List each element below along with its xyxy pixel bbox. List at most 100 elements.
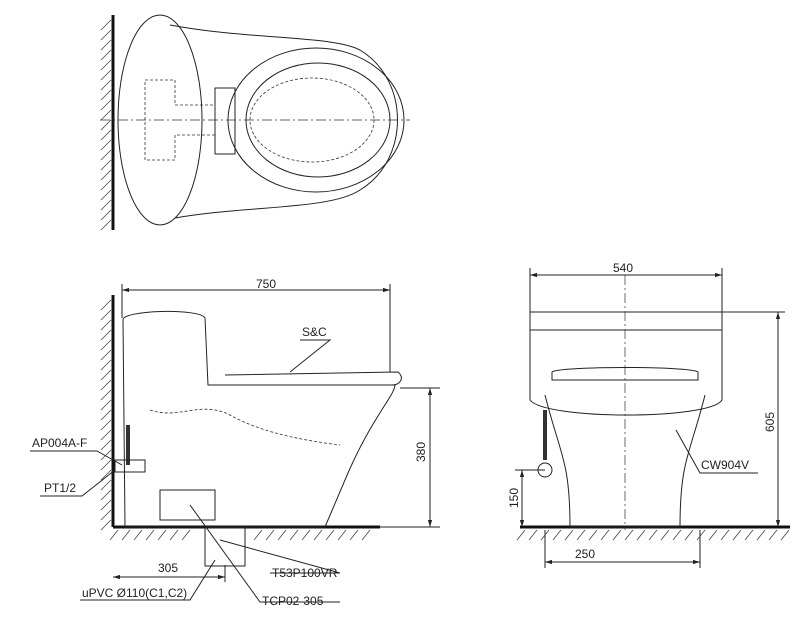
hatch-line: [732, 529, 742, 541]
hatch-line: [337, 529, 347, 541]
hatch-line: [100, 49, 112, 61]
height-dim-label: 380: [414, 442, 428, 462]
hatch-line: [100, 349, 112, 361]
hatch-line: [169, 529, 179, 541]
leader-valve: [30, 450, 123, 466]
hatch-line: [100, 389, 112, 401]
hatch-line: [100, 439, 112, 451]
hatch-line: [121, 529, 131, 541]
hatch-line: [100, 369, 112, 381]
adapter-label: TCP02-305: [262, 594, 324, 608]
bowl-outline: [169, 24, 398, 219]
hatch-line: [100, 409, 112, 421]
hatch-line: [648, 529, 658, 541]
hatch-line: [100, 359, 112, 371]
hatch-line: [100, 489, 112, 501]
hatch-line: [100, 479, 112, 491]
hatch-line: [612, 529, 622, 541]
leader-thread: [40, 469, 116, 497]
hatch-line: [552, 529, 562, 541]
hatch-line: [100, 159, 112, 171]
thread-label: PT1/2: [44, 481, 76, 495]
hatch-line: [157, 529, 167, 541]
tank: [529, 330, 723, 416]
hatch-line: [100, 419, 112, 431]
hatch-line: [277, 529, 287, 541]
hatch-line: [744, 529, 754, 541]
hatch-line: [100, 399, 112, 411]
valve-label: AP004A-F: [32, 436, 87, 450]
hatching: [100, 19, 790, 541]
side-view: 750 S&C AP004A-F PT1/2 380 305 T53P100VR…: [30, 277, 440, 608]
hatch-line: [100, 129, 112, 141]
hatch-line: [100, 459, 112, 471]
hatch-line: [349, 529, 359, 541]
flange-label: T53P100VR: [272, 566, 338, 580]
hatch-line: [100, 429, 112, 441]
hatch-line: [100, 109, 112, 121]
hatch-line: [516, 529, 526, 541]
hatch-line: [100, 509, 112, 521]
hatch-line: [768, 529, 778, 541]
hatch-line: [265, 529, 275, 541]
toilet-body: [122, 311, 396, 528]
outlet: [159, 489, 216, 521]
hatch-line: [576, 529, 586, 541]
hatch-line: [100, 79, 112, 91]
hatch-line: [100, 169, 112, 181]
hatch-line: [100, 379, 112, 391]
hatch-line: [100, 29, 112, 41]
front-view: 540 605 CW904V 150 250: [507, 261, 790, 568]
leader-sc: [289, 339, 332, 373]
hatch-line: [100, 449, 112, 461]
hatch-line: [636, 529, 646, 541]
leader-flange: [219, 539, 341, 574]
hatch-line: [600, 529, 610, 541]
hatch-line: [301, 529, 311, 541]
hatch-line: [100, 209, 112, 221]
hatch-line: [100, 309, 112, 321]
seat: [224, 371, 402, 386]
leader-seat: [675, 429, 758, 474]
hatch-line: [100, 89, 112, 101]
hatch-line: [720, 529, 730, 541]
hatch-line: [100, 99, 112, 111]
hatch-line: [145, 529, 155, 541]
hatch-line: [100, 319, 112, 331]
hatch-line: [100, 139, 112, 151]
trap: [149, 408, 341, 446]
hatch-line: [109, 529, 119, 541]
hatch-line: [672, 529, 682, 541]
leader-adapter: [189, 504, 340, 603]
leader-pipe: [80, 559, 216, 601]
seat-label: CW904V: [701, 458, 749, 472]
hatch-line: [325, 529, 335, 541]
hatch-line: [361, 529, 371, 541]
hatch-line: [756, 529, 766, 541]
width-dim-label: 540: [613, 261, 633, 275]
hatch-line: [624, 529, 634, 541]
hatch-line: [100, 189, 112, 201]
hatch-line: [528, 529, 538, 541]
hatch-line: [289, 529, 299, 541]
width-dim-label: 750: [256, 277, 276, 291]
hatch-line: [540, 529, 550, 541]
base-width-label: 250: [575, 547, 595, 561]
hatch-line: [684, 529, 694, 541]
hatch-line: [100, 59, 112, 71]
angle-valve: [114, 459, 146, 473]
hatch-line: [100, 119, 112, 131]
seat: [551, 367, 699, 381]
hatch-line: [660, 529, 670, 541]
hatch-line: [100, 219, 112, 231]
tank-lid: [529, 311, 723, 331]
hatch-line: [100, 179, 112, 191]
top-view: [100, 14, 410, 230]
hatch-line: [100, 39, 112, 51]
hatch-line: [780, 529, 790, 541]
hatch-line: [100, 69, 112, 81]
rough-in-label: 305: [158, 561, 178, 575]
hatch-line: [696, 529, 706, 541]
